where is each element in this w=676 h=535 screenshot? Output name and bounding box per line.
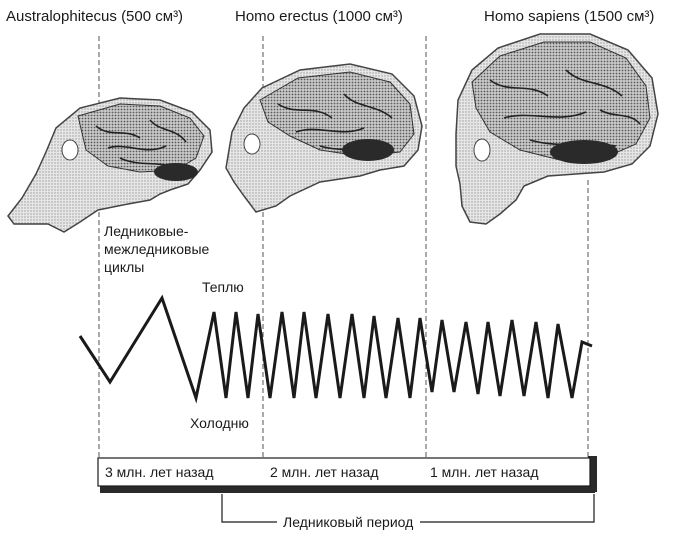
timeline-guides [98, 36, 589, 460]
tick-2-mln: 2 млн. лет назад [270, 464, 379, 480]
skull-homo-erectus-icon [225, 63, 423, 213]
tick-1-mln: 1 млн. лет назад [430, 464, 539, 480]
cycles-label-line-2: межледниковые [104, 241, 210, 257]
time-axis-bar [97, 457, 591, 487]
species-label-homo-erectus: Homo erectus (1000 см³) [235, 8, 403, 25]
species-label-homo-sapiens: Homo sapiens (1500 см³) [484, 8, 654, 25]
climate-oscillation-line [78, 294, 593, 404]
cycles-label-line-1: Ледниковые- [104, 223, 189, 239]
time-axis [97, 456, 597, 493]
glacial-period-label: Ледниковый период [283, 514, 413, 530]
skull-homo-sapiens-icon [455, 33, 659, 225]
warm-label: Теплю [202, 279, 244, 295]
glacial-period-bracket [221, 494, 595, 523]
skull-australopithecus-icon [7, 97, 213, 233]
species-label-australopithecus: Australophitecus (500 см³) [6, 8, 183, 25]
tick-3-mln: 3 млн. лет назад [105, 464, 214, 480]
cycles-label-line-3: циклы [104, 259, 144, 275]
cold-label: Холодню [190, 415, 249, 431]
